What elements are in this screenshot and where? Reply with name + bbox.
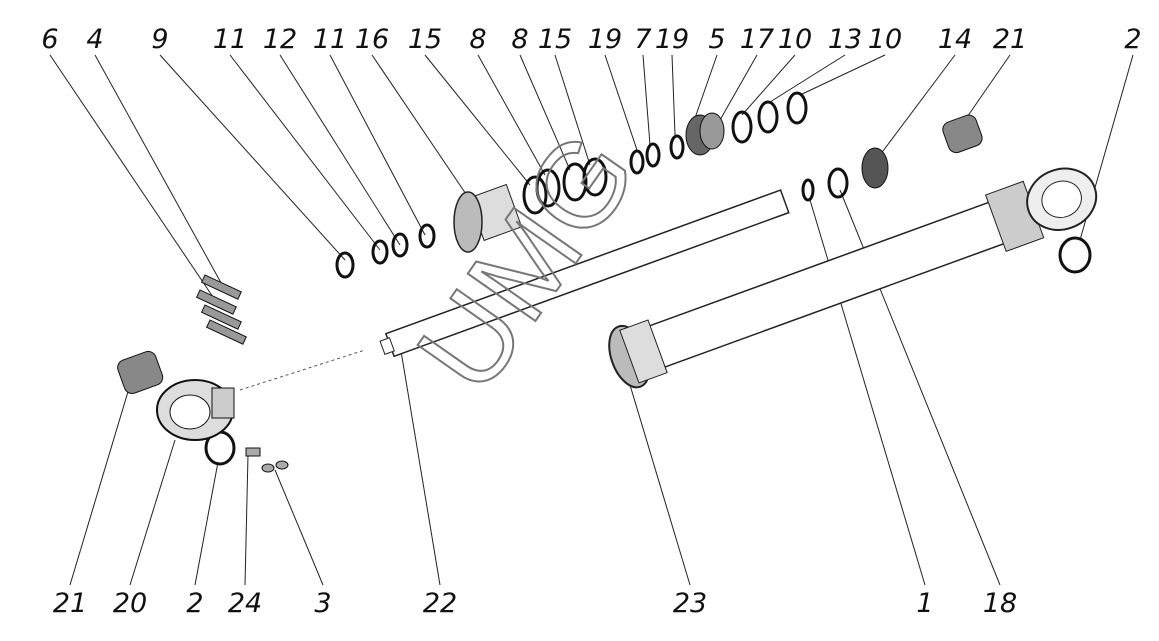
leader-line [554,54,591,166]
leader-line [329,54,426,236]
piston-5 [685,112,725,156]
leader-line [229,54,381,251]
part-label: 9 [151,24,168,55]
part-label: 7 [634,24,651,55]
part-label: 24 [228,588,262,619]
leader-line [424,54,531,186]
leader-line [964,54,1011,121]
bolt-set-4 [195,274,247,345]
leader-line [477,54,546,176]
cylinder-head-16 [453,183,523,253]
part-label: 15 [408,24,442,55]
part-label: 22 [423,588,457,619]
part-label: 1 [916,588,933,619]
leader-line [629,384,691,586]
part-label: 16 [355,24,389,55]
leader-line [194,461,219,586]
leader-line [274,469,324,586]
leader-line [879,54,956,156]
leader-line [604,54,638,151]
piston-rod-22 [379,189,790,358]
bushing-21 [117,114,983,395]
part-label: 11 [213,24,247,55]
part-label: 17 [740,24,774,55]
part-label: 11 [313,24,347,55]
part-label: 13 [828,24,862,55]
part-label: 19 [655,24,689,55]
leader-line [69,384,131,586]
part-label: 12 [263,24,297,55]
part-label: 19 [588,24,622,55]
leader-line [129,439,176,586]
leader-line [399,344,441,586]
leader-line [642,54,651,146]
part-label: 3 [314,588,331,619]
part-label: 10 [868,24,902,55]
leader-line [279,54,401,246]
leader-line [671,54,676,136]
axis-line [239,349,366,391]
part-label: 10 [778,24,812,55]
leader-line [719,54,758,121]
seal-rings [204,91,1092,466]
part-label: 14 [938,24,972,55]
part-label: 2 [186,588,203,619]
leader-line [694,54,718,119]
part-label: 4 [86,24,103,55]
leader-line [741,54,796,116]
leader-line [519,54,571,171]
grease-fitting-3 [245,447,289,473]
part-label: 5 [708,24,725,55]
part-label: 20 [113,588,147,619]
part-label: 2 [1124,24,1141,55]
part-label: 21 [53,588,87,619]
leader-line [159,54,346,261]
leader-line [371,54,471,201]
part-label: 15 [538,24,572,55]
cylinder-barrel-23 [608,167,1098,389]
part-label: 23 [673,588,707,619]
part-label: 8 [469,24,486,55]
rod-eye-20 [156,379,235,441]
leader-line [769,54,846,103]
part-label: 21 [993,24,1027,55]
leader-line [94,54,226,291]
part-14 [861,147,889,189]
part-label: 18 [983,588,1017,619]
leader-line [244,454,249,586]
part-label: 6 [41,24,58,55]
part-label: 8 [511,24,528,55]
leader-line [49,54,216,301]
leader-line [799,54,886,96]
